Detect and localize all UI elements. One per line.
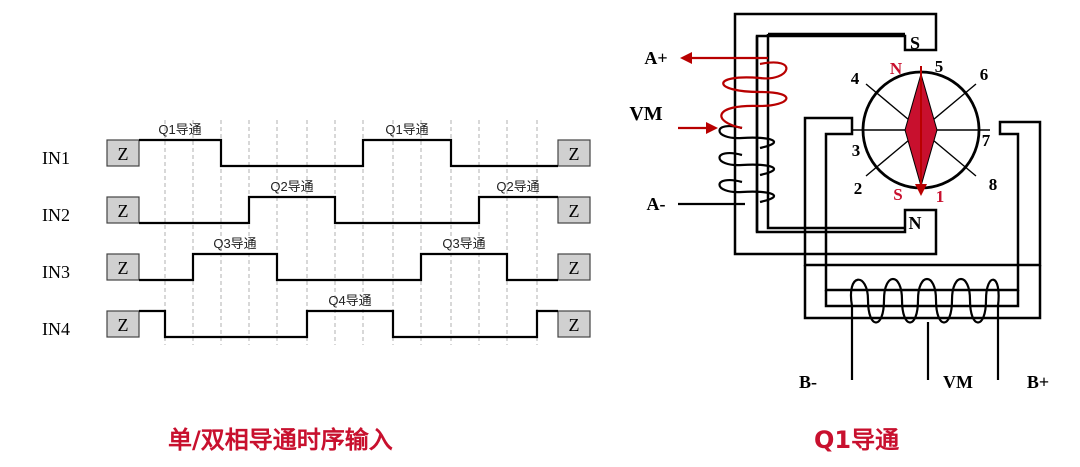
row-label-in2: IN2: [42, 205, 70, 225]
terminal-b-plus-label: B+: [1027, 372, 1049, 392]
position-2: 2: [854, 179, 863, 198]
position-3: 3: [852, 141, 861, 160]
coil-b: [849, 278, 1000, 380]
z-box-end-in4: [557, 310, 591, 338]
terminal-vm-left-label: VM: [629, 103, 662, 125]
position-5: 5: [935, 57, 944, 76]
row-label-in3: IN3: [42, 262, 70, 282]
z-box-end-in1: [557, 139, 591, 167]
z-label-start-in2: Z: [118, 201, 129, 221]
stepper-motor: S N A+ VM A- B-: [629, 12, 1049, 392]
timing-row-in2: IN2 Z Z Q2导通 Q2导通: [42, 179, 591, 225]
coil-a-current: [720, 61, 788, 130]
rotor-north-label: N: [890, 59, 903, 78]
z-label-end-in1: Z: [569, 144, 580, 164]
position-6: 6: [980, 65, 989, 84]
z-label-start-in4: Z: [118, 315, 129, 335]
timing-grid: [164, 120, 538, 345]
position-labels: 5 4 6 3 7 2 8 1: [851, 57, 998, 206]
high-label-in2-a: Q2导通: [270, 179, 313, 194]
timing-diagram: IN1 Z Z Q1导通 Q1导通 IN2 Z Z Q2导通 Q2导通 IN3 …: [42, 120, 591, 345]
waveform-in3: [139, 252, 558, 282]
high-label-in1-a: Q1导通: [158, 122, 201, 137]
z-label-start-in1: Z: [118, 144, 129, 164]
z-box-end-in2: [557, 196, 591, 224]
position-7: 7: [982, 131, 991, 150]
rotor-axis-arrow: [915, 184, 927, 196]
z-box-start-in2: [106, 196, 140, 224]
z-box-start-in3: [106, 253, 140, 281]
z-box-start-in4: [106, 310, 140, 338]
stator-inner-a-2: [766, 32, 905, 230]
timing-row-in4: IN4 Z Z Q4导通: [42, 293, 591, 339]
left-caption: 单/双相导通时序输入: [168, 426, 393, 454]
row-label-in1: IN1: [42, 148, 70, 168]
stator-core-b-inner: [824, 290, 1020, 308]
position-8: 8: [989, 175, 998, 194]
waveform-in4: [139, 309, 558, 339]
high-label-in2-b: Q2导通: [496, 179, 539, 194]
waveform-in1: [139, 138, 558, 168]
waveform-in2: [139, 195, 558, 225]
timing-row-in1: IN1 Z Z Q1导通 Q1导通: [42, 122, 591, 168]
terminal-a-plus-arrow: [680, 52, 768, 64]
terminal-b-minus-label: B-: [799, 372, 817, 392]
pole-label-top: S: [910, 33, 920, 53]
terminal-vm-bottom-label: VM: [943, 372, 973, 392]
z-label-start-in3: Z: [118, 258, 129, 278]
row-label-in4: IN4: [42, 319, 70, 339]
stator-core-b-outer: [803, 265, 1042, 320]
pole-label-bottom: N: [909, 213, 922, 233]
high-label-in3-b: Q3导通: [442, 236, 485, 251]
z-box-end-in3: [557, 253, 591, 281]
timing-row-in3: IN3 Z Z Q3导通 Q3导通: [42, 236, 591, 282]
rotor: N S: [852, 59, 990, 204]
z-label-end-in4: Z: [569, 315, 580, 335]
terminal-vm-left-arrow: [678, 122, 718, 134]
z-box-start-in1: [106, 139, 140, 167]
z-label-end-in2: Z: [569, 201, 580, 221]
position-1: 1: [936, 187, 945, 206]
terminal-a-minus-label: A-: [647, 194, 666, 214]
z-label-end-in3: Z: [569, 258, 580, 278]
high-label-in3-a: Q3导通: [213, 236, 256, 251]
coil-a: [678, 125, 776, 206]
position-4: 4: [851, 69, 860, 88]
terminal-a-plus-label: A+: [644, 48, 667, 68]
right-caption: Q1导通: [814, 426, 900, 454]
high-label-in4-a: Q4导通: [328, 293, 371, 308]
high-label-in1-b: Q1导通: [385, 122, 428, 137]
rotor-south-label: S: [893, 185, 902, 204]
